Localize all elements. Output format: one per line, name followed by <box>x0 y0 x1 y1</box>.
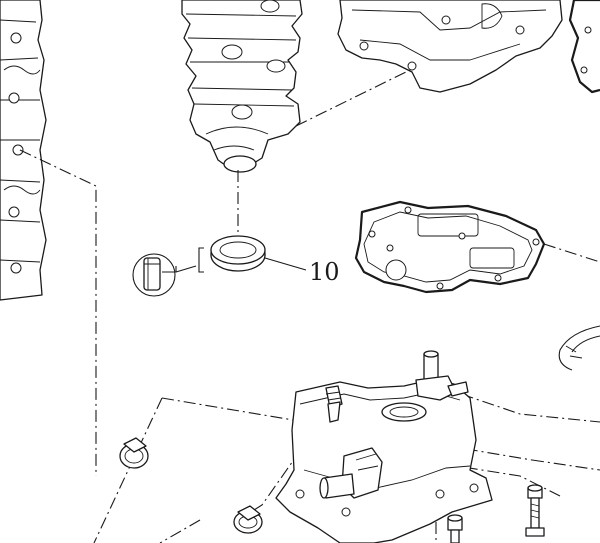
sensor-fitting <box>319 447 383 499</box>
bolt-long <box>525 484 545 537</box>
crankshaft <box>181 0 303 173</box>
bracket <box>198 247 204 273</box>
cylinder-block-left <box>0 0 47 301</box>
outlet-fitting <box>415 350 469 401</box>
crankcase-upper <box>337 0 563 93</box>
hose-clamp-lower <box>233 505 263 534</box>
gasket-top-right <box>568 0 600 94</box>
callout-label-10: 10 <box>309 258 340 286</box>
wire-bundle <box>558 325 600 371</box>
grease-applicator-symbol <box>132 253 197 297</box>
callout-10: 10 <box>264 257 340 286</box>
hose-clamp-upper <box>119 437 149 469</box>
hose-nipple <box>325 385 343 423</box>
gasket-lower <box>354 200 600 294</box>
bolt-short <box>447 514 463 543</box>
oil-seal <box>210 235 266 272</box>
